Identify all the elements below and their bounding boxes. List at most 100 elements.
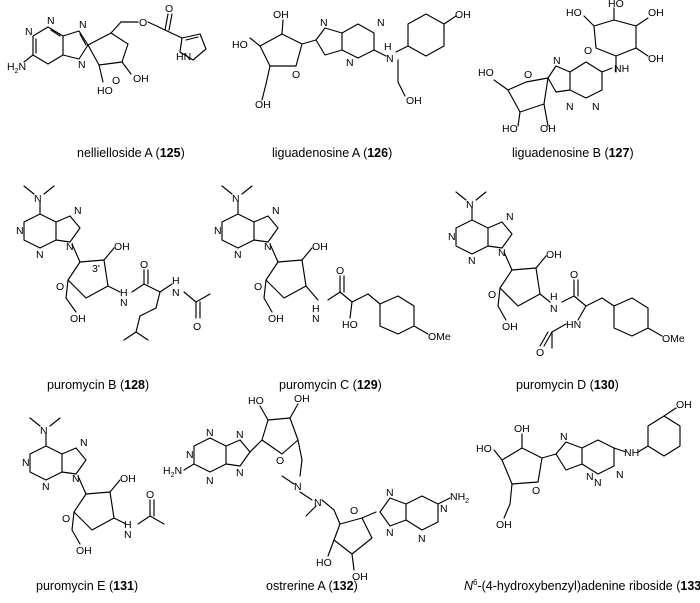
atom-o: O <box>165 3 173 15</box>
svg-text:OH: OH <box>502 321 518 333</box>
svg-text:N: N <box>466 199 474 211</box>
caption-127: liguadenosine B (127) <box>512 146 634 160</box>
svg-text:OH: OH <box>496 519 512 531</box>
caption-130: puromycin D (130) <box>516 378 619 392</box>
structure-132: N N N N N H2N HO OH O N N O HO OH N N N … <box>163 393 469 583</box>
svg-text:NH: NH <box>614 63 629 75</box>
svg-text:N: N <box>314 497 322 509</box>
structure-130: N N N N N OH O H N O HN O OH OMe <box>448 191 685 359</box>
svg-text:OH: OH <box>268 313 284 325</box>
caption-128: puromycin B (128) <box>47 378 149 392</box>
svg-text:N: N <box>16 225 24 237</box>
atom-ho: HO <box>97 85 113 97</box>
svg-text:N: N <box>498 247 506 259</box>
atom-n: N <box>79 19 87 31</box>
svg-text:NH2: NH2 <box>450 491 469 505</box>
structure-127: HO HO OH OH O NH N N N O HO HO OH <box>478 0 664 135</box>
svg-text:OH: OH <box>120 473 136 485</box>
svg-text:N: N <box>36 249 44 261</box>
svg-text:N: N <box>294 481 302 493</box>
svg-text:HO: HO <box>342 319 358 331</box>
svg-text:OH: OH <box>546 249 562 261</box>
svg-text:HO: HO <box>566 7 582 19</box>
svg-text:N: N <box>553 55 561 67</box>
svg-text:N: N <box>594 477 602 489</box>
svg-text:N: N <box>72 473 80 485</box>
svg-text:N: N <box>206 475 214 487</box>
svg-text:OH: OH <box>455 9 471 21</box>
svg-text:H: H <box>384 41 392 53</box>
svg-text:OH: OH <box>540 123 556 135</box>
svg-text:OH: OH <box>76 545 92 557</box>
svg-text:OH: OH <box>294 393 310 405</box>
svg-text:OH: OH <box>273 9 289 21</box>
svg-text:O: O <box>62 513 70 525</box>
svg-text:N: N <box>234 249 242 261</box>
caption-125: nellielloside A (125) <box>77 146 185 160</box>
svg-text:N: N <box>34 193 42 205</box>
svg-text:O: O <box>570 269 578 281</box>
svg-text:N: N <box>214 225 222 237</box>
svg-text:H: H <box>120 287 128 299</box>
atom-oh: OH <box>133 73 149 85</box>
svg-text:HO: HO <box>502 123 518 135</box>
svg-text:N: N <box>236 467 244 479</box>
structure-131: N N N N N OH O H N O OH <box>22 417 165 557</box>
svg-text:OH: OH <box>255 99 271 111</box>
atom-o: O <box>139 17 147 29</box>
svg-text:N: N <box>386 527 394 539</box>
svg-text:N: N <box>346 57 354 69</box>
svg-text:HO: HO <box>476 443 492 455</box>
svg-text:OH: OH <box>114 241 130 253</box>
svg-text:O: O <box>276 455 284 467</box>
svg-text:N: N <box>468 255 476 267</box>
svg-text:H2N: H2N <box>163 465 182 479</box>
structure-133: HO OH O OH N N N N NH OH <box>476 399 692 531</box>
svg-text:N: N <box>560 431 568 443</box>
svg-text:OH: OH <box>312 241 328 253</box>
caption-129: puromycin C (129) <box>279 378 382 392</box>
svg-text:H: H <box>172 275 180 287</box>
svg-text:N: N <box>172 287 180 299</box>
svg-text:N: N <box>320 17 328 29</box>
svg-text:N: N <box>264 241 272 253</box>
svg-text:N: N <box>616 469 624 481</box>
svg-text:O: O <box>524 69 532 81</box>
svg-text:OH: OH <box>676 399 692 411</box>
svg-text:N: N <box>592 101 600 113</box>
svg-text:HN: HN <box>566 319 581 331</box>
caption-131: puromycin E (131) <box>36 579 138 593</box>
svg-text:O: O <box>254 281 262 293</box>
svg-text:N: N <box>272 205 280 217</box>
svg-text:N: N <box>448 231 456 243</box>
svg-text:NH: NH <box>624 447 639 459</box>
svg-text:HO: HO <box>248 395 264 407</box>
svg-text:N: N <box>80 437 88 449</box>
svg-text:N: N <box>440 503 448 515</box>
structure-129: N N N N N OH O H N O HO OH OMe <box>214 185 451 343</box>
caption-132: ostrerine A (132) <box>266 579 358 593</box>
svg-text:OH: OH <box>406 95 422 107</box>
caption-126: liguadenosine A (126) <box>272 146 392 160</box>
svg-text:N: N <box>232 193 240 205</box>
svg-text:N: N <box>206 427 214 439</box>
svg-text:OH: OH <box>352 571 368 583</box>
svg-text:H2N: H2N <box>7 61 26 75</box>
svg-text:N: N <box>42 481 50 493</box>
svg-text:HO: HO <box>608 0 624 10</box>
svg-text:N: N <box>586 471 594 483</box>
svg-text:N: N <box>186 449 194 461</box>
svg-text:N: N <box>418 533 426 545</box>
svg-text:O: O <box>140 259 148 271</box>
svg-text:O: O <box>56 281 64 293</box>
svg-text:N: N <box>124 529 132 541</box>
svg-text:HO: HO <box>232 39 248 51</box>
svg-text:N: N <box>22 457 30 469</box>
svg-text:O: O <box>292 69 300 81</box>
svg-text:3': 3' <box>92 263 100 275</box>
svg-text:O: O <box>536 347 544 359</box>
svg-text:N: N <box>386 487 394 499</box>
svg-text:N: N <box>66 241 74 253</box>
svg-text:O: O <box>350 505 358 517</box>
svg-text:HO: HO <box>316 557 332 569</box>
